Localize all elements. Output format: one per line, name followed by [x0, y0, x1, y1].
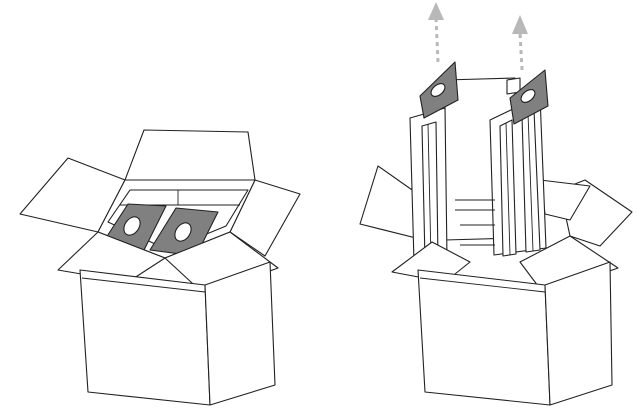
lift-arrow-left-icon	[428, 2, 444, 62]
box-side-face	[545, 262, 612, 405]
box-side-face	[205, 262, 275, 405]
lift-arrow-right-icon	[512, 15, 528, 70]
lift-handle-right	[510, 70, 548, 124]
panel-lift-insert	[360, 2, 632, 405]
back-flap	[125, 130, 255, 180]
panel-open-box	[20, 130, 300, 405]
